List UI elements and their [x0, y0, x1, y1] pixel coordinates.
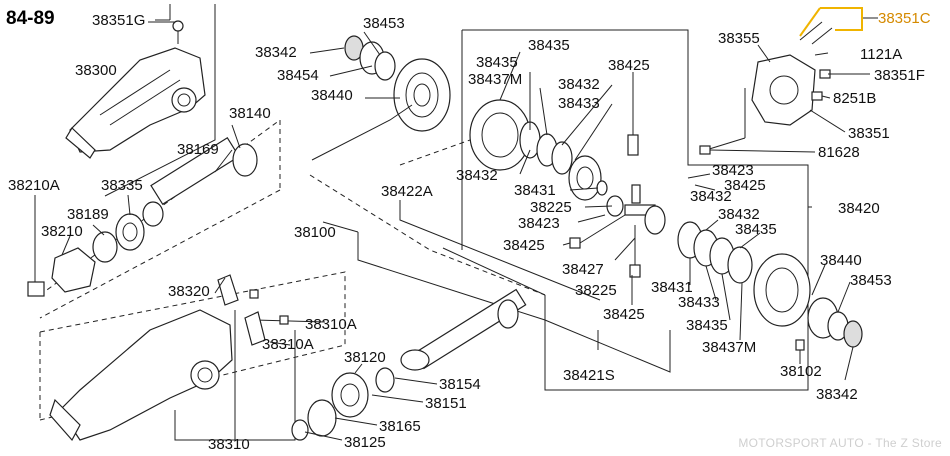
part-label[interactable]: 38432 — [690, 188, 732, 205]
part-label[interactable]: 38342 — [816, 386, 858, 403]
part-label[interactable]: 38435 — [735, 221, 777, 238]
part-label[interactable]: 38437M — [468, 71, 523, 88]
part-label[interactable]: 38453 — [363, 15, 405, 32]
part-label[interactable]: 38425 — [724, 177, 766, 194]
part-label[interactable]: 38351F — [874, 67, 925, 84]
part-label[interactable]: 38454 — [277, 67, 319, 84]
part-label[interactable]: 38435 — [686, 317, 728, 334]
part-label[interactable]: 38120 — [344, 349, 386, 366]
part-label[interactable]: 38432 — [718, 206, 760, 223]
highlighted-part-label[interactable]: 38351C — [878, 10, 931, 27]
part-label[interactable]: 38225 — [530, 199, 572, 216]
differential-carrier-housing-icon — [65, 20, 206, 159]
part-label[interactable]: 38440 — [311, 87, 353, 104]
part-label[interactable]: 8251B — [833, 90, 877, 107]
part-label[interactable]: 38154 — [439, 376, 481, 393]
part-label[interactable]: 38102 — [780, 363, 822, 380]
part-label[interactable]: 38151 — [425, 395, 467, 412]
part-label[interactable]: 38225 — [575, 282, 617, 299]
connector-lines — [309, 104, 671, 373]
companion-flange-icon — [291, 288, 527, 441]
part-label[interactable]: 38310A — [262, 336, 314, 353]
drive-pinion-icon — [27, 119, 281, 319]
part-label[interactable]: 38335 — [101, 177, 143, 194]
part-label[interactable]: 38435 — [528, 37, 570, 54]
part-label[interactable]: 38435 — [476, 54, 518, 71]
watermark: MOTORSPORT AUTO - The Z Store — [738, 436, 942, 450]
part-label[interactable]: 38425 — [603, 306, 645, 323]
part-label[interactable]: 38351G — [92, 12, 146, 29]
part-label[interactable]: 38423 — [712, 162, 754, 179]
part-label[interactable]: 38140 — [229, 105, 271, 122]
part-label[interactable]: 38427 — [562, 261, 604, 278]
highlight-bracket — [799, 7, 863, 37]
part-label[interactable]: 38100 — [294, 224, 336, 241]
part-label[interactable]: 38300 — [75, 62, 117, 79]
ring-gear-stack-icon — [677, 221, 863, 351]
part-label[interactable]: 38433 — [678, 294, 720, 311]
part-label[interactable]: 38420 — [838, 200, 880, 217]
part-label[interactable]: 38431 — [651, 279, 693, 296]
part-label[interactable]: 38342 — [255, 44, 297, 61]
part-label[interactable]: 38431 — [514, 182, 556, 199]
part-label[interactable]: 38432 — [456, 167, 498, 184]
side-flange-stack-icon — [344, 35, 451, 132]
part-label[interactable]: 38421S — [563, 367, 615, 384]
part-label[interactable]: 38189 — [67, 206, 109, 223]
part-label[interactable]: 38320 — [168, 283, 210, 300]
part-label[interactable]: 38310A — [305, 316, 357, 333]
differential-box-outline — [442, 29, 809, 391]
part-label[interactable]: 38169 — [177, 141, 219, 158]
part-label[interactable]: 38440 — [820, 252, 862, 269]
part-label[interactable]: 38453 — [850, 272, 892, 289]
part-label[interactable]: 38165 — [379, 418, 421, 435]
leader-lines — [34, 17, 878, 441]
part-label[interactable]: 38422A — [381, 183, 433, 200]
part-label[interactable]: 38433 — [558, 95, 600, 112]
part-label[interactable]: 38210 — [41, 223, 83, 240]
part-label[interactable]: 38432 — [558, 76, 600, 93]
part-label[interactable]: 1121A — [860, 46, 903, 63]
part-label[interactable]: 38310 — [208, 436, 250, 453]
part-label[interactable]: 38210A — [8, 177, 60, 194]
part-label[interactable]: 38351 — [848, 125, 890, 142]
part-label[interactable]: 38423 — [518, 215, 560, 232]
part-label[interactable]: 38425 — [503, 237, 545, 254]
part-label[interactable]: 38355 — [718, 30, 760, 47]
part-label[interactable]: 81628 — [818, 144, 860, 161]
lower-housing-icon — [49, 274, 289, 442]
part-label[interactable]: 38425 — [608, 57, 650, 74]
part-label[interactable]: 38125 — [344, 434, 386, 451]
rear-cover-icon — [699, 21, 833, 155]
model-years-title: 84-89 — [6, 8, 55, 29]
part-label[interactable]: 38437M — [702, 339, 757, 356]
housing-assembly-outline — [104, 4, 216, 197]
